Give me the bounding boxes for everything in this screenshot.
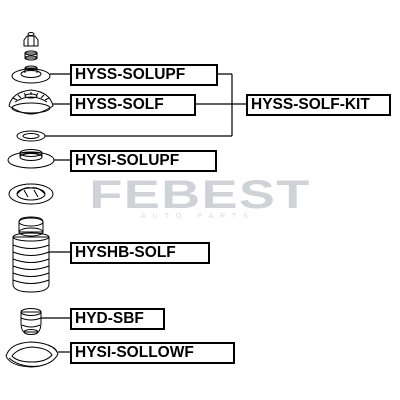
label-hyss-solf-kit: HYSS-SOLF-KIT [246,94,391,116]
brand-watermark: FEBEST [89,173,311,217]
top-nut-icon [23,32,39,47]
dust-boot-icon [12,232,50,293]
label-hyd-sbf: HYD-SBF [70,308,165,330]
label-hyss-solupf: HYSS-SOLUPF [70,64,218,86]
label-hyshb-solf: HYSHB-SOLF [70,242,210,264]
spring-seat-icon [8,183,54,205]
label-hyss-solf: HYSS-SOLF [70,94,196,116]
label-hysi-sollowf: HYSI-SOLLOWF [70,342,235,364]
small-washer-icon [24,50,38,61]
lower-spring-insulator-icon [5,341,59,368]
bearing-ring-icon [16,130,46,142]
bumper-cap-icon [18,216,44,237]
brand-watermark-tagline: AUTO PARTS [141,213,255,220]
bump-stop-icon [20,308,42,335]
strut-mount-icon [8,89,54,115]
upper-spring-insulator-icon [7,149,55,169]
leader-lines [41,73,248,353]
label-hysi-solupf: HYSI-SOLUPF [70,150,217,172]
strut-mount-upper-icon [11,65,51,84]
